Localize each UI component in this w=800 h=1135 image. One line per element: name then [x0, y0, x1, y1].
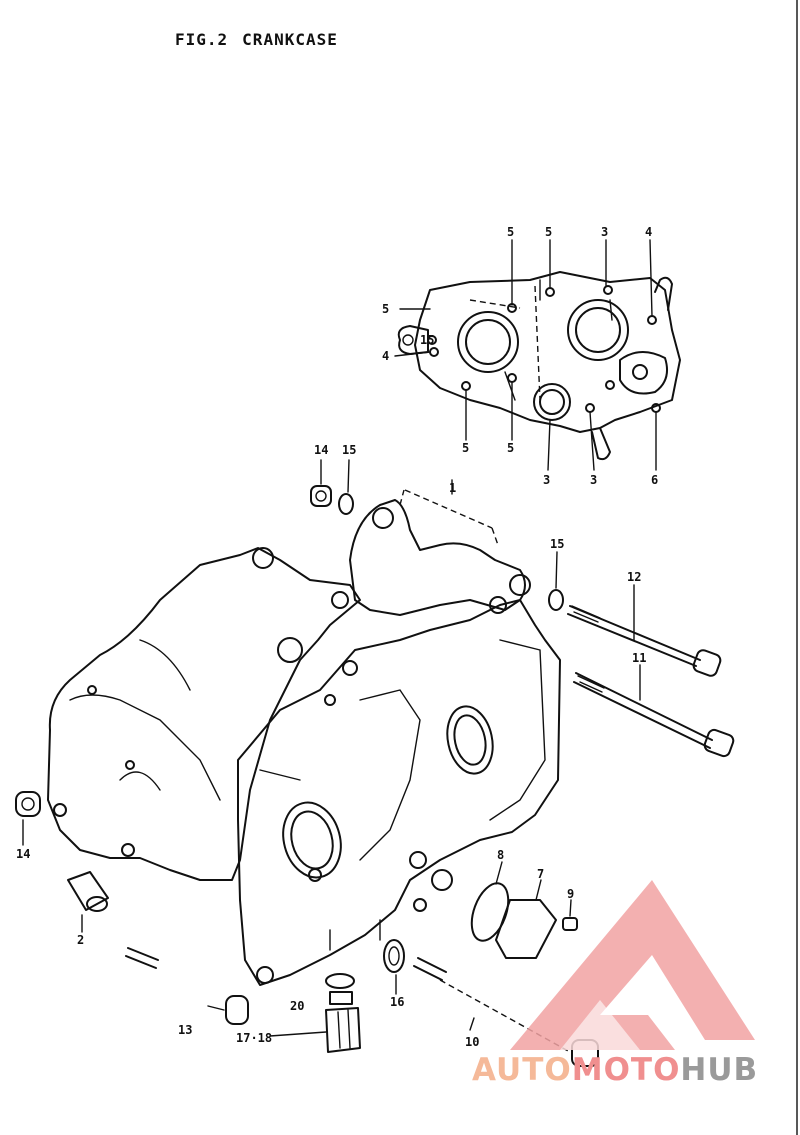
callout-5: 5 [545, 225, 552, 239]
callout-17-18: 17·18 [236, 1031, 272, 1045]
figure-number: FIG.2 [175, 30, 229, 49]
gasket-inset [394, 239, 681, 471]
callout-7: 7 [537, 867, 544, 881]
figure-title: FIG.2 CRANKCASE [175, 30, 352, 49]
triangle-logo-icon [510, 880, 755, 1050]
crankcase-halves [47, 489, 561, 986]
watermark-auto: AUTO [472, 1052, 572, 1088]
callout-13: 13 [178, 1023, 192, 1037]
callout-3: 3 [590, 473, 597, 487]
callout-10: 10 [465, 1035, 479, 1049]
callout-3: 3 [543, 473, 550, 487]
watermark-hub: HUB [680, 1052, 759, 1088]
callout-4: 4 [382, 349, 389, 363]
callout-6: 6 [651, 473, 658, 487]
callout-3: 3 [601, 225, 608, 239]
callout-5: 5 [462, 441, 469, 455]
callout-4: 4 [645, 225, 652, 239]
callout-15: 15 [420, 333, 434, 347]
callout-12: 12 [627, 570, 641, 584]
callout-labels: 5 5 3 4 5 15 4 5 5 3 3 6 14 15 1 15 12 1… [16, 225, 658, 1049]
callout-5: 5 [507, 225, 514, 239]
callout-9: 9 [567, 887, 574, 901]
callout-14: 14 [314, 443, 328, 457]
callout-5: 5 [507, 441, 514, 455]
callout-14: 14 [16, 847, 30, 861]
callout-2: 2 [77, 933, 84, 947]
watermark-logo [510, 880, 755, 1050]
callout-5: 5 [382, 302, 389, 316]
callout-15: 15 [342, 443, 356, 457]
callout-1: 1 [449, 481, 456, 495]
watermark-text: AUTOMOTOHUB [472, 1052, 758, 1088]
callout-16: 16 [390, 995, 404, 1009]
callout-11: 11 [632, 651, 646, 665]
watermark-moto: MOTO [571, 1052, 681, 1088]
callout-15: 15 [550, 537, 564, 551]
callout-19: 20 [290, 999, 304, 1013]
callout-8: 8 [497, 848, 504, 862]
figure-name: CRANKCASE [242, 30, 338, 49]
